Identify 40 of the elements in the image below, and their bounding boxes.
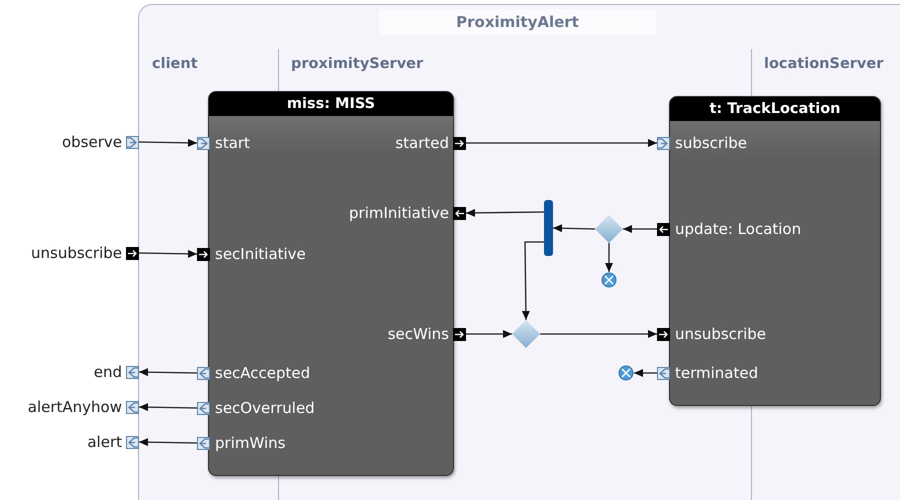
port-label: primWins [215, 434, 286, 452]
lane-title: client [152, 55, 198, 73]
arrow [466, 208, 544, 217]
port-label: update: Location [675, 220, 802, 238]
port-label: secWins [388, 325, 449, 343]
arrow [634, 369, 657, 377]
arrow [540, 330, 657, 338]
port-label: unsubscribe [30, 244, 122, 262]
arrow [138, 438, 198, 446]
port-label: terminated [675, 364, 758, 382]
arrow [138, 250, 198, 258]
arrow [552, 224, 596, 232]
arrow [466, 330, 512, 338]
component-title: t: TrackLocation [670, 97, 880, 121]
port-label: alert [87, 433, 122, 451]
port-label: end [94, 363, 122, 381]
component-box [669, 96, 881, 406]
component-title: miss: MISS [209, 92, 453, 116]
diagram-frame [138, 4, 900, 500]
arrow [605, 243, 613, 272]
port-label: secOverruled [215, 399, 315, 417]
component-box [208, 91, 454, 476]
lane-title: proximityServer [291, 55, 424, 73]
port-label: alertAnyhow [28, 398, 122, 416]
frame-title: ProximityAlert [379, 9, 656, 35]
arrow [138, 368, 198, 376]
port-label: primInitiative [349, 204, 449, 222]
port-label: observe [62, 133, 122, 151]
arrow [138, 403, 198, 412]
arrow [138, 138, 198, 147]
port-label: started [395, 134, 449, 152]
port-label: unsubscribe [675, 325, 766, 343]
port-label: start [215, 134, 250, 152]
lane-title: locationServer [764, 55, 884, 73]
port-label: secInitiative [215, 245, 306, 263]
arrow [522, 241, 544, 320]
port-label: secAccepted [215, 364, 310, 382]
arrow [623, 225, 657, 233]
port-label: subscribe [675, 134, 747, 152]
arrow [466, 139, 657, 147]
